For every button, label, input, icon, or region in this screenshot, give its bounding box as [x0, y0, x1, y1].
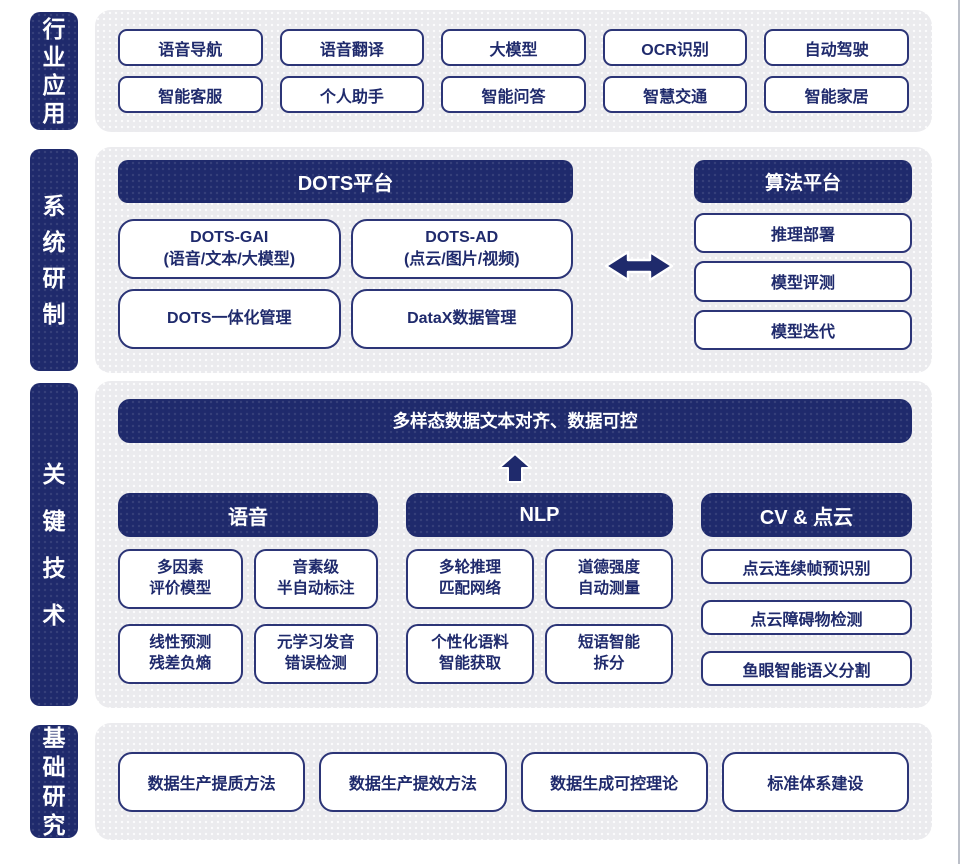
- research-box: 数据生成可控理论: [520, 752, 708, 812]
- algo-platform-group: 算法平台 推理部署 模型评测 模型迭代: [694, 160, 912, 350]
- cv-box: 点云连续帧预识别: [701, 549, 912, 584]
- industry-chip: 语音翻译: [279, 29, 425, 66]
- system-panel: DOTS平台 DOTS-GAI (语音/文本/大模型) DOTS-AD (点云/…: [95, 147, 932, 373]
- dots-box: DOTS一体化管理: [118, 289, 341, 349]
- tech-box: 音素级 半自动标注: [253, 549, 378, 609]
- cv-box: 点云障碍物检测: [701, 600, 912, 635]
- industry-chip: 个人助手: [279, 76, 425, 113]
- screen-edge-line: [958, 0, 960, 864]
- tech-column-cv: CV & 点云 点云连续帧预识别 点云障碍物检测 鱼眼智能语义分割: [701, 493, 912, 686]
- section-label-tech: 关键技术: [30, 383, 78, 706]
- line1: 线性预测: [149, 634, 212, 652]
- dots-box: DOTS-GAI (语音/文本/大模型): [118, 219, 341, 279]
- tech-grid: 多轮推理 匹配网络 道德强度 自动测量 个性化语料 智能获取 短语智能: [406, 549, 673, 684]
- tech-box: 多因素 评价模型: [118, 549, 243, 609]
- line2: 评价模型: [149, 580, 212, 597]
- tech-box: 线性预测 残差负熵: [118, 624, 243, 684]
- tech-column-speech: 语音 多因素 评价模型 音素级 半自动标注 线性预测 残差负熵: [118, 493, 378, 686]
- industry-chip-row: 语音导航 语音翻译 大模型 OCR识别 自动驾驶: [118, 29, 909, 66]
- platform-link: [573, 160, 694, 350]
- bidirectional-arrow-icon: [604, 250, 673, 282]
- industry-chip-row: 智能客服 个人助手 智能问答 智慧交通 智能家居: [118, 76, 909, 113]
- alignment-banner: 多样态数据文本对齐、数据可控: [118, 399, 912, 443]
- tech-column-nlp: NLP 多轮推理 匹配网络 道德强度 自动测量 个性化语料 智能获取: [406, 493, 673, 686]
- line2: 匹配网络: [438, 580, 501, 597]
- algo-platform-header: 算法平台: [694, 160, 912, 203]
- tech-box: 多轮推理 匹配网络: [406, 549, 534, 609]
- industry-chip: 自动驾驶: [764, 29, 909, 66]
- tech-columns: 语音 多因素 评价模型 音素级 半自动标注 线性预测 残差负熵: [118, 493, 912, 686]
- line1: DOTS-AD: [425, 229, 499, 247]
- dots-platform-header: DOTS平台: [118, 160, 573, 203]
- dots-box: DOTS-AD (点云/图片/视频): [350, 219, 573, 279]
- line2: 半自动标注: [276, 580, 355, 597]
- research-box: 数据生产提效方法: [319, 752, 507, 812]
- tech-grid: 多因素 评价模型 音素级 半自动标注 线性预测 残差负熵 元学习发音: [118, 549, 378, 684]
- line1: 个性化语料: [431, 634, 509, 652]
- industry-chip: 大模型: [441, 29, 586, 66]
- tech-box: 短语智能 拆分: [545, 624, 673, 684]
- cv-box-list: 点云连续帧预识别 点云障碍物检测 鱼眼智能语义分割: [701, 549, 912, 686]
- dots-grid: DOTS-GAI (语音/文本/大模型) DOTS-AD (点云/图片/视频) …: [118, 219, 573, 349]
- tech-panel: 多样态数据文本对齐、数据可控 语音 多因素 评价模型 音素级: [95, 381, 932, 708]
- algo-box: 模型评测: [694, 261, 912, 302]
- section-label-research: 基础研究: [30, 725, 78, 838]
- industry-chip: 智能家居: [764, 76, 909, 113]
- industry-chip: 智慧交通: [602, 76, 748, 113]
- industry-row: 行业应用 语音导航 语音翻译 大模型 OCR识别 自动驾驶 智能客服 个人助手 …: [30, 10, 932, 132]
- research-panel: 数据生产提质方法 数据生产提效方法 数据生成可控理论 标准体系建设: [95, 723, 932, 840]
- tech-column-header: 语音: [118, 493, 378, 537]
- section-label-industry: 行业应用: [30, 12, 78, 130]
- line2: 错误检测: [284, 655, 347, 672]
- line2: 自动测量: [577, 580, 640, 597]
- line2: 残差负熵: [149, 655, 212, 672]
- line1: DOTS-GAI: [190, 229, 269, 247]
- research-box: 标准体系建设: [721, 752, 909, 812]
- line1: 道德强度: [577, 559, 640, 577]
- tech-row: 关键技术 多样态数据文本对齐、数据可控 语音 多因素 评价模型: [30, 381, 932, 708]
- industry-panel: 语音导航 语音翻译 大模型 OCR识别 自动驾驶 智能客服 个人助手 智能问答 …: [95, 10, 932, 132]
- tech-column-header: CV & 点云: [701, 493, 912, 537]
- line2: (语音/文本/大模型): [163, 251, 296, 268]
- dots-platform-group: DOTS平台 DOTS-GAI (语音/文本/大模型) DOTS-AD (点云/…: [118, 160, 573, 350]
- up-arrow-zone: [118, 443, 912, 493]
- line2: 拆分: [593, 655, 625, 672]
- industry-chip: 语音导航: [118, 29, 263, 66]
- line1: 多因素: [156, 559, 204, 577]
- line2: 智能获取: [438, 655, 501, 672]
- system-row: 系统研制 DOTS平台 DOTS-GAI (语音/文本/大模型) DOTS-AD…: [30, 147, 932, 373]
- industry-chip: OCR识别: [602, 29, 748, 66]
- tech-box: 个性化语料 智能获取: [406, 624, 534, 684]
- line1: 元学习发音: [276, 634, 355, 652]
- tech-box: 道德强度 自动测量: [545, 549, 673, 609]
- algo-box: 模型迭代: [694, 309, 912, 350]
- section-label-system: 系统研制: [30, 149, 78, 371]
- algo-box: 推理部署: [694, 213, 912, 254]
- industry-chip: 智能客服: [118, 76, 263, 113]
- industry-chip: 智能问答: [441, 76, 586, 113]
- line1: 多轮推理: [438, 559, 501, 577]
- line2: (点云/图片/视频): [403, 251, 520, 268]
- research-box: 数据生产提质方法: [118, 752, 306, 812]
- cv-box: 鱼眼智能语义分割: [701, 651, 912, 686]
- dots-box: DataX数据管理: [350, 289, 573, 349]
- up-arrow-icon: [498, 452, 532, 483]
- research-row: 基础研究 数据生产提质方法 数据生产提效方法 数据生成可控理论 标准体系建设: [30, 723, 932, 840]
- tech-box: 元学习发音 错误检测: [253, 624, 378, 684]
- line1: 音素级: [292, 559, 339, 577]
- line1: 短语智能: [577, 634, 640, 652]
- tech-column-header: NLP: [406, 493, 673, 537]
